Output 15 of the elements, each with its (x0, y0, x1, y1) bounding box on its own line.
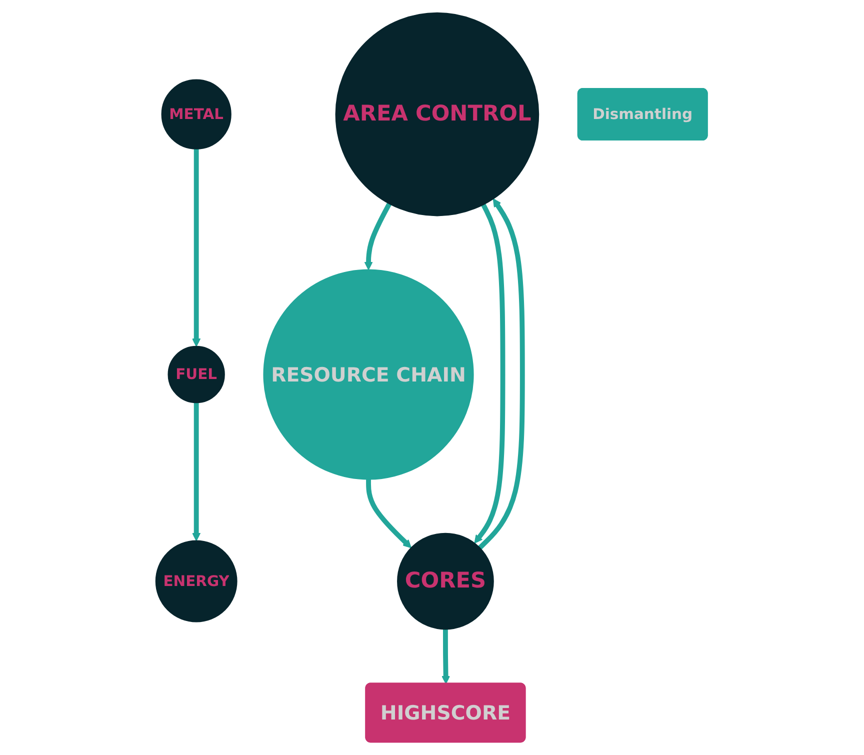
node-label: Dismantling (593, 104, 693, 125)
node-label: RESOURCE CHAIN (271, 362, 466, 388)
arrow (478, 198, 526, 550)
arrow (364, 202, 392, 270)
node-label: FUEL (176, 364, 218, 386)
node-label: METAL (170, 104, 224, 125)
node-label: CORES (405, 568, 486, 596)
node-label: AREA CONTROL (344, 101, 532, 129)
arrow (366, 479, 412, 548)
arrow (192, 148, 202, 347)
arrow (474, 204, 506, 544)
arrow (442, 629, 451, 684)
node-label: HIGHSCORE (380, 700, 511, 726)
node-label: ENERGY (164, 571, 230, 592)
arrow (192, 402, 202, 542)
